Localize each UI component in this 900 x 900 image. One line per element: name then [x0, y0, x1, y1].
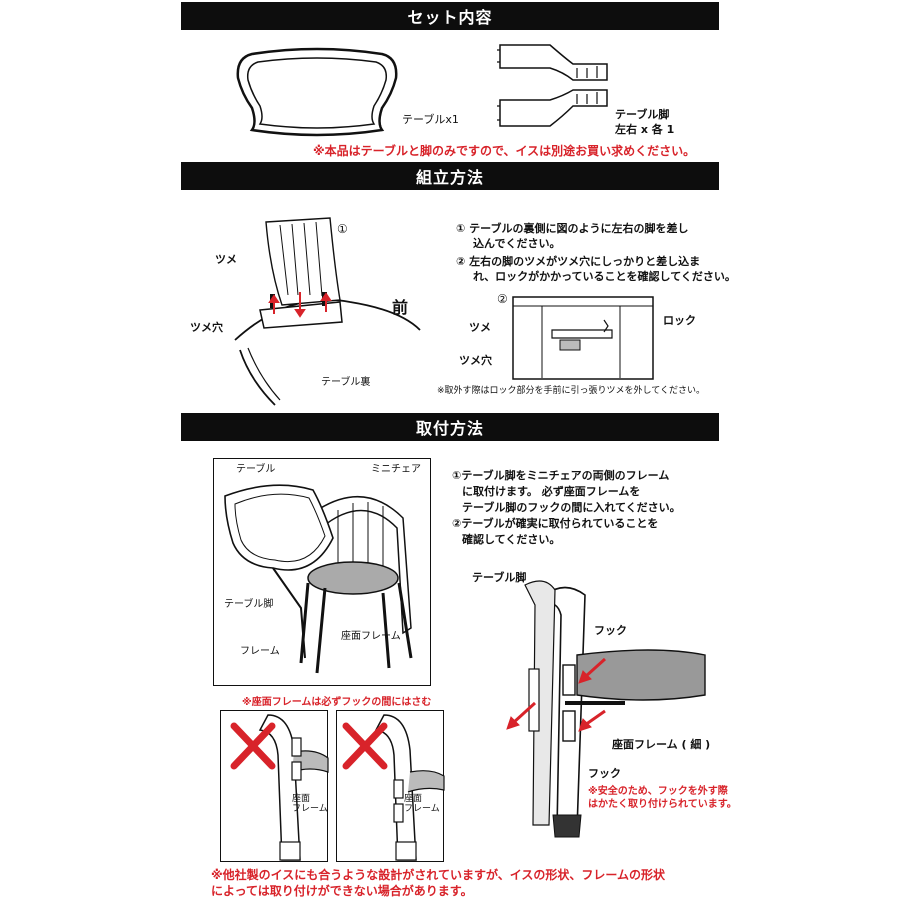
assembly-instruction-2b: れ、ロックがかかっていることを確認してください。	[473, 270, 736, 283]
table-legs-label: テーブル脚	[615, 108, 670, 121]
wrong-example-2-label-b: フレーム	[404, 804, 440, 814]
tsume-label: ツメ	[215, 253, 237, 266]
detail-table-leg-label: テーブル脚	[472, 571, 527, 584]
table-legs-illustration	[497, 44, 608, 127]
table-legs-quantity: 左右 x 各 1	[615, 123, 675, 136]
front-label: 前	[392, 298, 409, 317]
compatibility-note-2: によっては取り付けができない場合があります。	[211, 884, 473, 898]
mounting-instruction-1b: に取付けます。 必ず座面フレームを	[462, 485, 641, 498]
mounting-instruction-2a: ②テーブルが確実に取付られていることを	[452, 517, 659, 530]
table-back-label: テーブル裏	[321, 377, 371, 388]
overview-table-label: テーブル	[236, 464, 276, 475]
lock-detail-diagram	[512, 296, 654, 380]
wrong-example-illustration-1	[230, 714, 329, 861]
detail-tsume-hole-label: ツメ穴	[459, 354, 492, 367]
overview-mini-chair-label: ミニチェア	[371, 464, 421, 475]
removal-note: ※取外す際はロック部分を手前に引っ張りツメを外してください。	[437, 386, 706, 396]
mounting-instruction-1a: ①テーブル脚をミニチェアの両側のフレーム	[452, 469, 670, 482]
overview-table-leg-label: テーブル脚	[224, 599, 274, 610]
overview-frame-label: フレーム	[240, 646, 280, 657]
detail-hook-top-label: フック	[594, 624, 627, 637]
section-header-assembly: 組立方法	[181, 162, 719, 190]
assembly-instruction-1a: ① テーブルの裏側に図のように左右の脚を差し	[456, 222, 689, 235]
table-top-illustration	[236, 47, 398, 137]
tsume-hole-label: ツメ穴	[190, 321, 223, 334]
assembly-step-1-mark: ①	[337, 222, 348, 236]
mounting-instruction-1c: テーブル脚のフックの間に入れてください。	[462, 501, 681, 514]
detail-hook-bottom-label: フック	[588, 767, 621, 780]
wrong-example-2-label-a: 座面	[404, 794, 423, 804]
section-header-contents: セット内容	[181, 2, 719, 30]
lock-label: ロック	[663, 314, 696, 327]
safety-note-1: ※安全のため、フックを外す際	[588, 786, 728, 797]
assembly-instruction-1b: 込んでください。	[473, 237, 561, 250]
assembly-diagram	[234, 217, 421, 406]
safety-note-2: はかたく取り付けられています。	[588, 799, 737, 810]
table-quantity-label: テーブルx1	[402, 113, 459, 126]
chair-with-table-illustration	[224, 484, 413, 674]
mounting-instruction-2b: 確認してください。	[462, 533, 561, 546]
wrong-example-1-label-a: 座面	[292, 794, 311, 804]
detail-tsume-label: ツメ	[469, 321, 491, 334]
compatibility-note-1: ※他社製のイスにも合うような設計がされていますが、イスの形状、フレームの形状	[211, 868, 665, 882]
detail-seat-frame-label: 座面フレーム ( 細 )	[612, 738, 711, 751]
hook-detail-illustration	[506, 580, 706, 838]
wrong-example-1-label-b: フレーム	[292, 804, 328, 814]
chair-overview-frame	[213, 458, 431, 686]
section-header-mounting: 取付方法	[181, 413, 719, 441]
assembly-step-2-mark: ②	[497, 292, 508, 306]
chair-not-included-note: ※本品はテーブルと脚のみですので、イスは別途お買い求めください。	[313, 144, 696, 158]
wrong-example-illustration-2	[342, 714, 445, 861]
wrong-example-frame-1	[220, 710, 328, 862]
assembly-instruction-2a: ② 左右の脚のツメがツメ穴にしっかりと差し込ま	[456, 255, 701, 268]
overview-seat-frame-label: 座面フレーム	[341, 631, 401, 642]
hook-warning-note: ※座面フレームは必ずフックの間にはさむ	[242, 697, 432, 708]
